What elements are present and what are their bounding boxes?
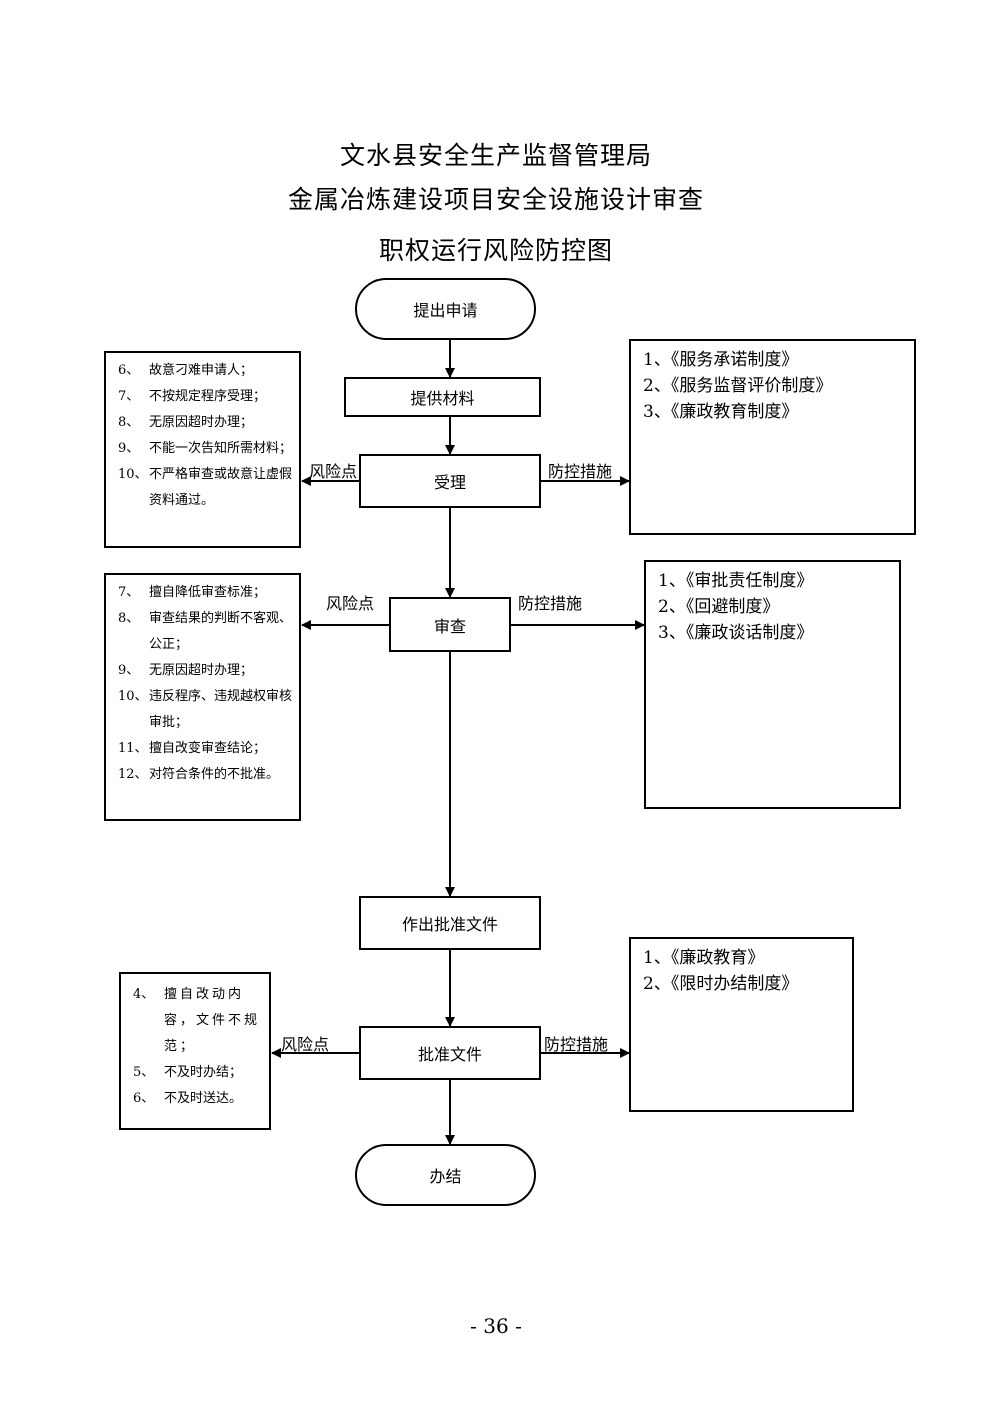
measure-item: 2、《服务监督评价制度》 xyxy=(643,376,833,396)
risk-box-accept: 6、故意刁难申请人； 7、不按规定程序受理； 8、无原因超时办理； 9、不能一次… xyxy=(104,351,301,548)
approve-node: 批准文件 xyxy=(359,1026,541,1080)
control-measure-label-approve: 防控措施 xyxy=(544,1035,609,1054)
risk-point-label-review: 风险点 xyxy=(326,594,375,613)
measure-box-accept: 1、《服务承诺制度》 2、《服务监督评价制度》 3、《廉政教育制度》 xyxy=(629,339,916,535)
decision-node: 作出批准文件 xyxy=(359,896,541,950)
risk-item: 5、不及时办结； xyxy=(133,1065,243,1080)
risk-item: 9、不能一次告知所需材料； xyxy=(118,441,293,456)
risk-item: 8、无原因超时办理； xyxy=(118,415,254,430)
risk-item: 8、审查结果的判断不客观、公正； xyxy=(118,611,293,652)
risk-point-label-accept: 风险点 xyxy=(309,462,358,481)
measure-item: 3、《廉政教育制度》 xyxy=(643,402,799,422)
control-measure-label-accept: 防控措施 xyxy=(548,462,613,481)
title-line-3: 职权运行风险防控图 xyxy=(378,236,613,265)
measure-item: 2、《限时办结制度》 xyxy=(643,974,799,994)
measure-box-review: 1、《审批责任制度》 2、《回避制度》 3、《廉政谈话制度》 xyxy=(644,560,901,809)
end-node: 办结 xyxy=(355,1144,536,1206)
measure-item: 1、《服务承诺制度》 xyxy=(643,350,799,370)
risk-item: 10、违反程序、违规越权审核审批； xyxy=(118,689,293,730)
start-node: 提出申请 xyxy=(355,278,536,340)
risk-item: 7、不按规定程序受理； xyxy=(118,389,267,404)
control-measure-label-review: 防控措施 xyxy=(518,594,583,613)
measure-box-approve: 1、《廉政教育》 2、《限时办结制度》 xyxy=(629,937,854,1112)
risk-item: 6、不及时送达。 xyxy=(133,1091,243,1106)
risk-item: 12、对符合条件的不批准。 xyxy=(118,767,280,782)
page-number: - 36 - xyxy=(470,1314,522,1338)
measure-item: 2、《回避制度》 xyxy=(658,597,780,617)
accept-node: 受理 xyxy=(359,454,541,508)
risk-item: 9、无原因超时办理； xyxy=(118,663,254,678)
risk-item: 4、擅自改动内容，文件不规范； xyxy=(133,987,261,1054)
review-node: 审查 xyxy=(389,597,511,652)
measure-item: 1、《廉政教育》 xyxy=(643,948,765,968)
title-line-2: 金属冶炼建设项目安全设施设计审查 xyxy=(287,185,704,214)
risk-box-approve: 4、擅自改动内容，文件不规范； 5、不及时办结； 6、不及时送达。 xyxy=(119,972,271,1130)
measure-item: 1、《审批责任制度》 xyxy=(658,571,814,591)
risk-item: 10、不严格审查或故意让虚假资料通过。 xyxy=(118,467,293,508)
materials-node: 提供材料 xyxy=(344,377,541,417)
risk-point-label-approve: 风险点 xyxy=(281,1035,330,1054)
measure-item: 3、《廉政谈话制度》 xyxy=(658,623,814,643)
title-line-1: 文水县安全生产监督管理局 xyxy=(339,141,652,170)
risk-item: 11、擅自改变审查结论； xyxy=(118,741,267,756)
risk-item: 6、故意刁难申请人； xyxy=(118,363,254,378)
risk-box-review: 7、擅自降低审查标准； 8、审查结果的判断不客观、公正； 9、无原因超时办理； … xyxy=(104,573,301,821)
risk-item: 7、擅自降低审查标准； xyxy=(118,585,267,600)
